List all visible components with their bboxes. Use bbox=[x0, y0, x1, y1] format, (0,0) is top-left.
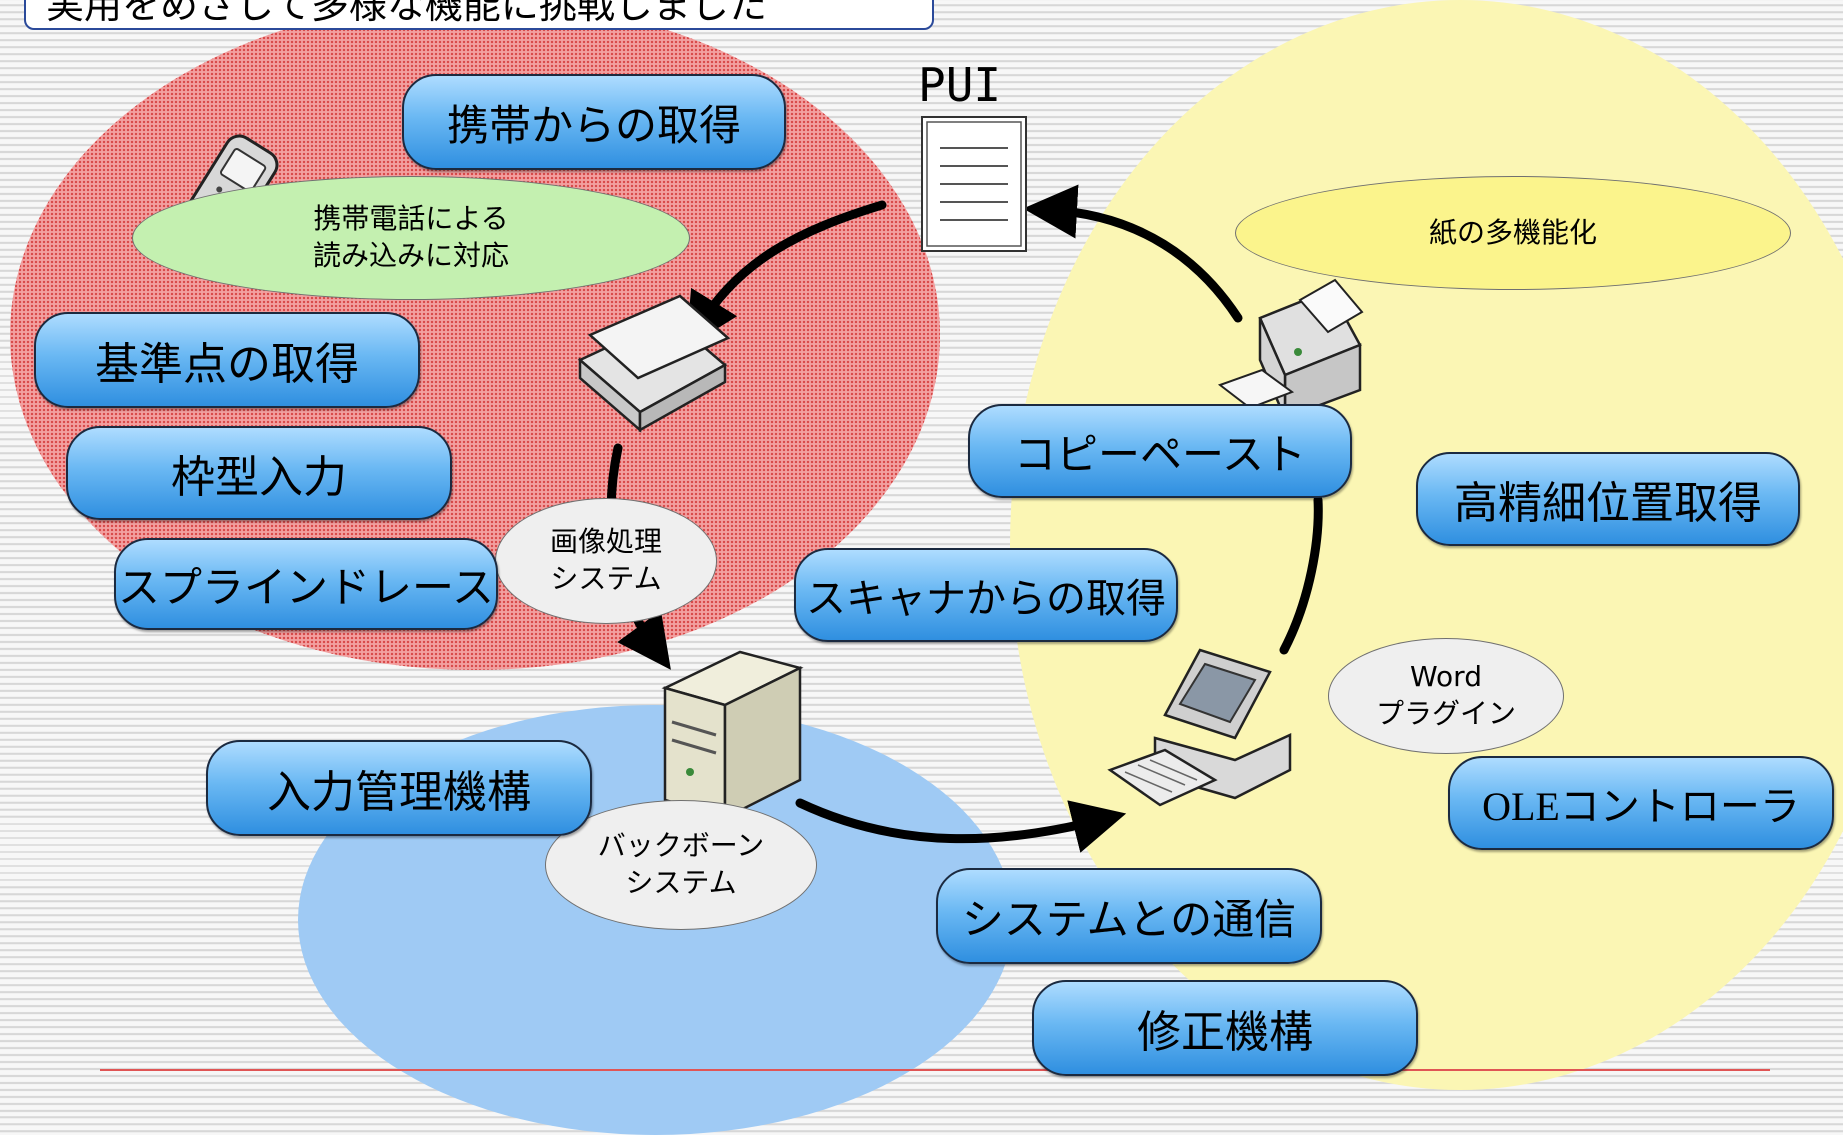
computer-icon bbox=[1107, 648, 1292, 807]
arrow-printer-to-pui bbox=[1023, 184, 1243, 323]
ole-controller-feature: OLEコントローラ bbox=[1448, 756, 1834, 850]
pui-label: PUI bbox=[918, 58, 1002, 112]
mobile-read-bubble: 携帯電話による 読み込みに対応 bbox=[132, 176, 690, 300]
printer-icon bbox=[1217, 278, 1364, 420]
reference-point-feature: 基準点の取得 bbox=[34, 312, 420, 408]
document-icon bbox=[921, 116, 1027, 252]
scanner-capture-feature: スキャナからの取得 bbox=[794, 548, 1178, 642]
image-processing-bubble: 画像処理 システム bbox=[495, 498, 717, 624]
mobile-capture-feature: 携帯からの取得 bbox=[402, 74, 786, 170]
spline-trace-feature: スプラインドレース bbox=[114, 538, 498, 630]
copy-paste-feature: コピーペースト bbox=[968, 404, 1352, 498]
system-communication-feature: システムとの通信 bbox=[936, 868, 1322, 964]
arrow-computer-to-printer bbox=[1279, 495, 1323, 655]
correction-feature: 修正機構 bbox=[1032, 980, 1418, 1076]
footer-rule bbox=[100, 1069, 1770, 1071]
frame-input-feature: 枠型入力 bbox=[66, 426, 452, 520]
input-management-feature: 入力管理機構 bbox=[206, 740, 592, 836]
high-precision-feature: 高精細位置取得 bbox=[1416, 452, 1800, 546]
slide-title: 実用をめざして多様な機能に挑戦しました bbox=[24, 0, 934, 30]
backbone-bubble: バックボーン システム bbox=[545, 800, 817, 930]
arrow-pui-to-scanner bbox=[685, 200, 887, 348]
arrow-server-to-computer bbox=[795, 798, 1127, 853]
paper-multi-bubble: 紙の多機能化 bbox=[1235, 176, 1791, 290]
scanner-icon bbox=[577, 294, 731, 433]
word-plugin-bubble: Word プラグイン bbox=[1328, 638, 1564, 754]
